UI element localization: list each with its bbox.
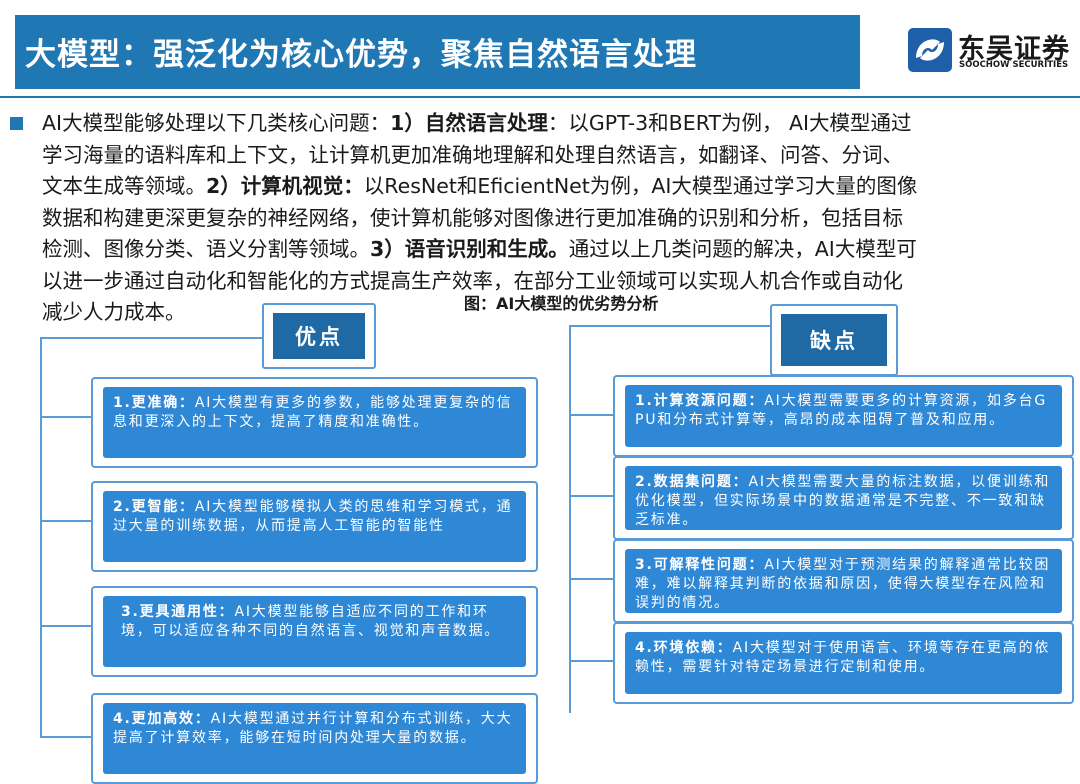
cons-card-text: 2.数据集问题：AI大模型需要大量的标注数据，以便训练和优化模型，但实际场景中的…	[635, 473, 1052, 530]
pros-card: 2.更智能：AI大模型能够模拟人类的思维和学习模式，通过大量的训练数据，从而提高…	[91, 481, 538, 572]
cons-card-text: 3.可解释性问题：AI大模型对于预测结果的解释通常比较困难，难以解释其判断的依据…	[635, 556, 1052, 613]
cons-card: 3.可解释性问题：AI大模型对于预测结果的解释通常比较困难，难以解释其判断的依据…	[613, 539, 1074, 623]
intro-line: 减少人力成本。	[42, 297, 1078, 329]
intro-text: 减少人力成本。	[42, 300, 186, 324]
cons-item-text: AI大模型需要更多的计算资源，如多台GPU和分布式计算等，高昂的成本阻碍了普及和…	[635, 393, 1048, 428]
pros-heading-frame: 优点	[262, 303, 376, 369]
pros-card-text: 1.更准确：AI大模型有更多的参数，能够处理更复杂的信息和更深入的上下文，提高了…	[113, 394, 516, 432]
soochow-logo-icon	[908, 28, 952, 72]
cons-branch-line	[569, 414, 613, 416]
cons-branch-line	[569, 660, 613, 662]
title-bar: 大模型：强泛化为核心优势，聚焦自然语言处理	[15, 15, 860, 89]
intro-line: 检测、图像分类、语义分割等领域。3）语音识别和生成。通过以上几类问题的解决，AI…	[42, 234, 1078, 266]
pros-item-label: 2.更智能：	[113, 499, 195, 515]
intro-text: 以进一步通过自动化和智能化的方式提高生产效率，在部分工业领域可以实现人机合作或自…	[42, 268, 903, 293]
intro-line: 学习海量的语料库和上下文，让计算机更加准确地理解和处理自然语言，如翻译、问答、分…	[42, 140, 1078, 172]
pros-item-label: 4.更加高效：	[113, 711, 211, 727]
pros-card: 4.更加高效：AI大模型通过并行计算和分布式训练，大大提高了计算效率，能够在短时…	[91, 693, 538, 784]
logo-name-en: SOOCHOW SECURITIES	[959, 60, 1069, 70]
pros-branch-line	[40, 520, 91, 522]
cons-branch-line	[569, 495, 613, 497]
pros-item-text: AI大模型有更多的参数，能够处理更复杂的信息和更深入的上下文，提高了精度和准确性…	[113, 395, 513, 430]
intro-text: 检测、图像分类、语义分割等领域。	[42, 237, 370, 261]
cons-card-text: 1.计算资源问题：AI大模型需要更多的计算资源，如多台GPU和分布式计算等，高昂…	[635, 392, 1052, 430]
pros-card-text: 3.更具通用性：AI大模型能够自适应不同的工作和环境，可以适应各种不同的自然语言…	[113, 603, 516, 641]
cons-heading: 缺点	[781, 314, 887, 366]
cons-card: 1.计算资源问题：AI大模型需要更多的计算资源，如多台GPU和分布式计算等，高昂…	[613, 375, 1074, 457]
intro-text: AI大模型能够处理以下几类核心问题：	[42, 111, 391, 135]
logo-name-cn: 东吴证券	[958, 34, 1070, 65]
intro-text: 数据和构建更深更复杂的神经网络，使计算机能够对图像进行更加准确的识别和分析，包括…	[42, 205, 903, 230]
pros-branch-line	[40, 736, 91, 738]
cons-heading-frame: 缺点	[770, 304, 898, 376]
intro-text: 通过以上几类问题的解决，AI大模型可	[568, 237, 917, 261]
intro-line: 文本生成等领域。2）计算机视觉：以ResNet和EficientNet为例，AI…	[42, 171, 1078, 203]
pros-card-text: 4.更加高效：AI大模型通过并行计算和分布式训练，大大提高了计算效率，能够在短时…	[113, 710, 516, 748]
intro-line: 以进一步通过自动化和智能化的方式提高生产效率，在部分工业领域可以实现人机合作或自…	[42, 266, 1078, 298]
cons-top-connector	[569, 325, 770, 327]
pros-card: 3.更具通用性：AI大模型能够自适应不同的工作和环境，可以适应各种不同的自然语言…	[91, 586, 538, 677]
intro-highlight: 1）自然语言处理	[390, 111, 548, 135]
header-divider	[0, 96, 1080, 98]
intro-highlight: 2）计算机视觉：	[206, 174, 364, 198]
page-title: 大模型：强泛化为核心优势，聚焦自然语言处理	[25, 37, 697, 73]
cons-item-label: 3.可解释性问题：	[635, 557, 765, 573]
intro-line: AI大模型能够处理以下几类核心问题：1）自然语言处理：以GPT-3和BERT为例…	[42, 108, 1078, 140]
intro-text: 学习海量的语料库和上下文，让计算机更加准确地理解和处理自然语言，如翻译、问答、分…	[42, 142, 903, 167]
soochow-logo: 东吴证券 SOOCHOW SECURITIES	[908, 24, 1080, 80]
pros-item-label: 3.更具通用性：	[121, 604, 235, 620]
cons-item-text: AI大模型需要大量的标注数据，以便训练和优化模型，但实际场景中的数据通常是不完整…	[635, 474, 1051, 528]
pros-item-text: AI大模型通过并行计算和分布式训练，大大提高了计算效率，能够在短时间内处理大量的…	[113, 711, 513, 746]
cons-item-text: AI大模型对于预测结果的解释通常比较困难，难以解释其判断的依据和原因，使得大模型…	[635, 557, 1051, 611]
intro-highlight: 3）语音识别和生成。	[370, 237, 569, 261]
bullet-square-icon	[10, 117, 23, 130]
pros-card-text: 2.更智能：AI大模型能够模拟人类的思维和学习模式，通过大量的训练数据，从而提高…	[113, 498, 516, 536]
figure-caption: 图：AI大模型的优劣势分析	[464, 294, 659, 313]
pros-heading: 优点	[273, 313, 365, 359]
cons-trunk-line	[569, 325, 571, 713]
pros-card: 1.更准确：AI大模型有更多的参数，能够处理更复杂的信息和更深入的上下文，提高了…	[91, 377, 538, 468]
cons-item-label: 2.数据集问题：	[635, 474, 749, 490]
pros-item-label: 1.更准确：	[113, 395, 195, 411]
cons-item-text: AI大模型对于使用语言、环境等存在更高的依赖性，需要针对特定场景进行定制和使用。	[635, 640, 1051, 675]
pros-item-text: AI大模型能够自适应不同的工作和环境，可以适应各种不同的自然语言、视觉和声音数据…	[121, 604, 501, 639]
cons-card: 4.环境依赖：AI大模型对于使用语言、环境等存在更高的依赖性，需要针对特定场景进…	[613, 622, 1074, 704]
intro-line: 数据和构建更深更复杂的神经网络，使计算机能够对图像进行更加准确的识别和分析，包括…	[42, 203, 1078, 235]
intro-text: 以ResNet和EficientNet为例，AI大模型通过学习大量的图像	[363, 174, 918, 198]
pros-branch-line	[40, 625, 91, 627]
cons-item-label: 1.计算资源问题：	[635, 393, 765, 409]
intro-text: 文本生成等领域。	[42, 174, 206, 198]
intro-text: ：以GPT-3和BERT为例， AI大模型通过	[547, 111, 912, 135]
intro-paragraph: AI大模型能够处理以下几类核心问题：1）自然语言处理：以GPT-3和BERT为例…	[42, 108, 1078, 329]
pros-item-text: AI大模型能够模拟人类的思维和学习模式，通过大量的训练数据，从而提高人工智能的智…	[113, 499, 513, 534]
cons-card: 2.数据集问题：AI大模型需要大量的标注数据，以便训练和优化模型，但实际场景中的…	[613, 456, 1074, 540]
cons-branch-line	[569, 578, 613, 580]
pros-trunk-line	[40, 337, 42, 738]
cons-card-text: 4.环境依赖：AI大模型对于使用语言、环境等存在更高的依赖性，需要针对特定场景进…	[635, 639, 1052, 677]
cons-item-label: 4.环境依赖：	[635, 640, 733, 656]
pros-branch-line	[40, 416, 91, 418]
pros-top-connector	[40, 337, 262, 339]
